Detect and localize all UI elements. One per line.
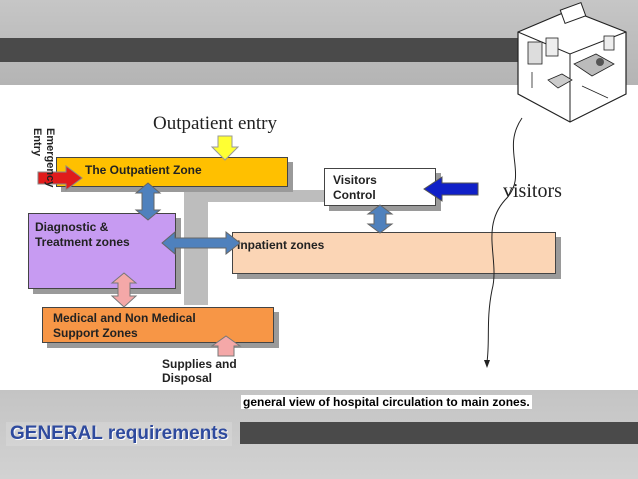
supplies-line1: Supplies and xyxy=(162,357,237,371)
outpatient-diagnostic-arrow xyxy=(134,182,162,221)
visitors-path-line xyxy=(486,117,523,363)
visitors-inpatient-arrow xyxy=(366,204,394,234)
header-bar xyxy=(0,38,520,62)
emergency-entry-label: Emergency Entry xyxy=(10,128,60,188)
emergency-entry-arrow xyxy=(37,165,83,191)
visitors-control-line2: Control xyxy=(333,188,376,202)
diagnostic-support-arrow xyxy=(110,272,138,308)
supplies-label: Supplies and Disposal xyxy=(162,357,237,385)
visitors-arrow xyxy=(423,176,479,202)
outpatient-entry-arrow xyxy=(210,135,240,161)
outpatient-zone-label: The Outpatient Zone xyxy=(85,163,202,177)
support-zone-line2: Support Zones xyxy=(53,326,138,340)
hospital-room-illustration xyxy=(517,2,627,123)
section-title: GENERAL requirements xyxy=(6,422,233,446)
diagnostic-inpatient-arrow xyxy=(161,230,241,256)
visitors-control-box: Visitors Control xyxy=(324,168,436,206)
support-zone-line1: Medical and Non Medical xyxy=(53,311,196,325)
figure-caption: general view of hospital circulation to … xyxy=(241,395,532,409)
supplies-arrow xyxy=(210,335,242,357)
inpatient-zone-label: Inpatient zones xyxy=(237,238,325,252)
visitors-path-arrowhead xyxy=(484,360,490,368)
corridor-horizontal xyxy=(208,190,326,202)
emergency-entry-line2: Entry xyxy=(31,128,43,157)
inpatient-zone: Inpatient zones xyxy=(232,232,556,274)
outpatient-entry-label: Outpatient entry xyxy=(153,113,277,134)
footer-bar xyxy=(240,422,638,444)
diagnostic-zone: Diagnostic & Treatment zones xyxy=(28,213,176,289)
supplies-line2: Disposal xyxy=(162,371,213,385)
visitors-control-line1: Visitors xyxy=(333,173,377,187)
visitors-label: visitors xyxy=(503,180,562,202)
outpatient-zone: The Outpatient Zone xyxy=(56,157,288,187)
support-zone: Medical and Non Medical Support Zones xyxy=(42,307,274,343)
emergency-entry-line1: Emergency xyxy=(44,128,56,188)
diagnostic-zone-line2: Treatment zones xyxy=(35,235,130,249)
diagnostic-zone-line1: Diagnostic & xyxy=(35,220,109,234)
